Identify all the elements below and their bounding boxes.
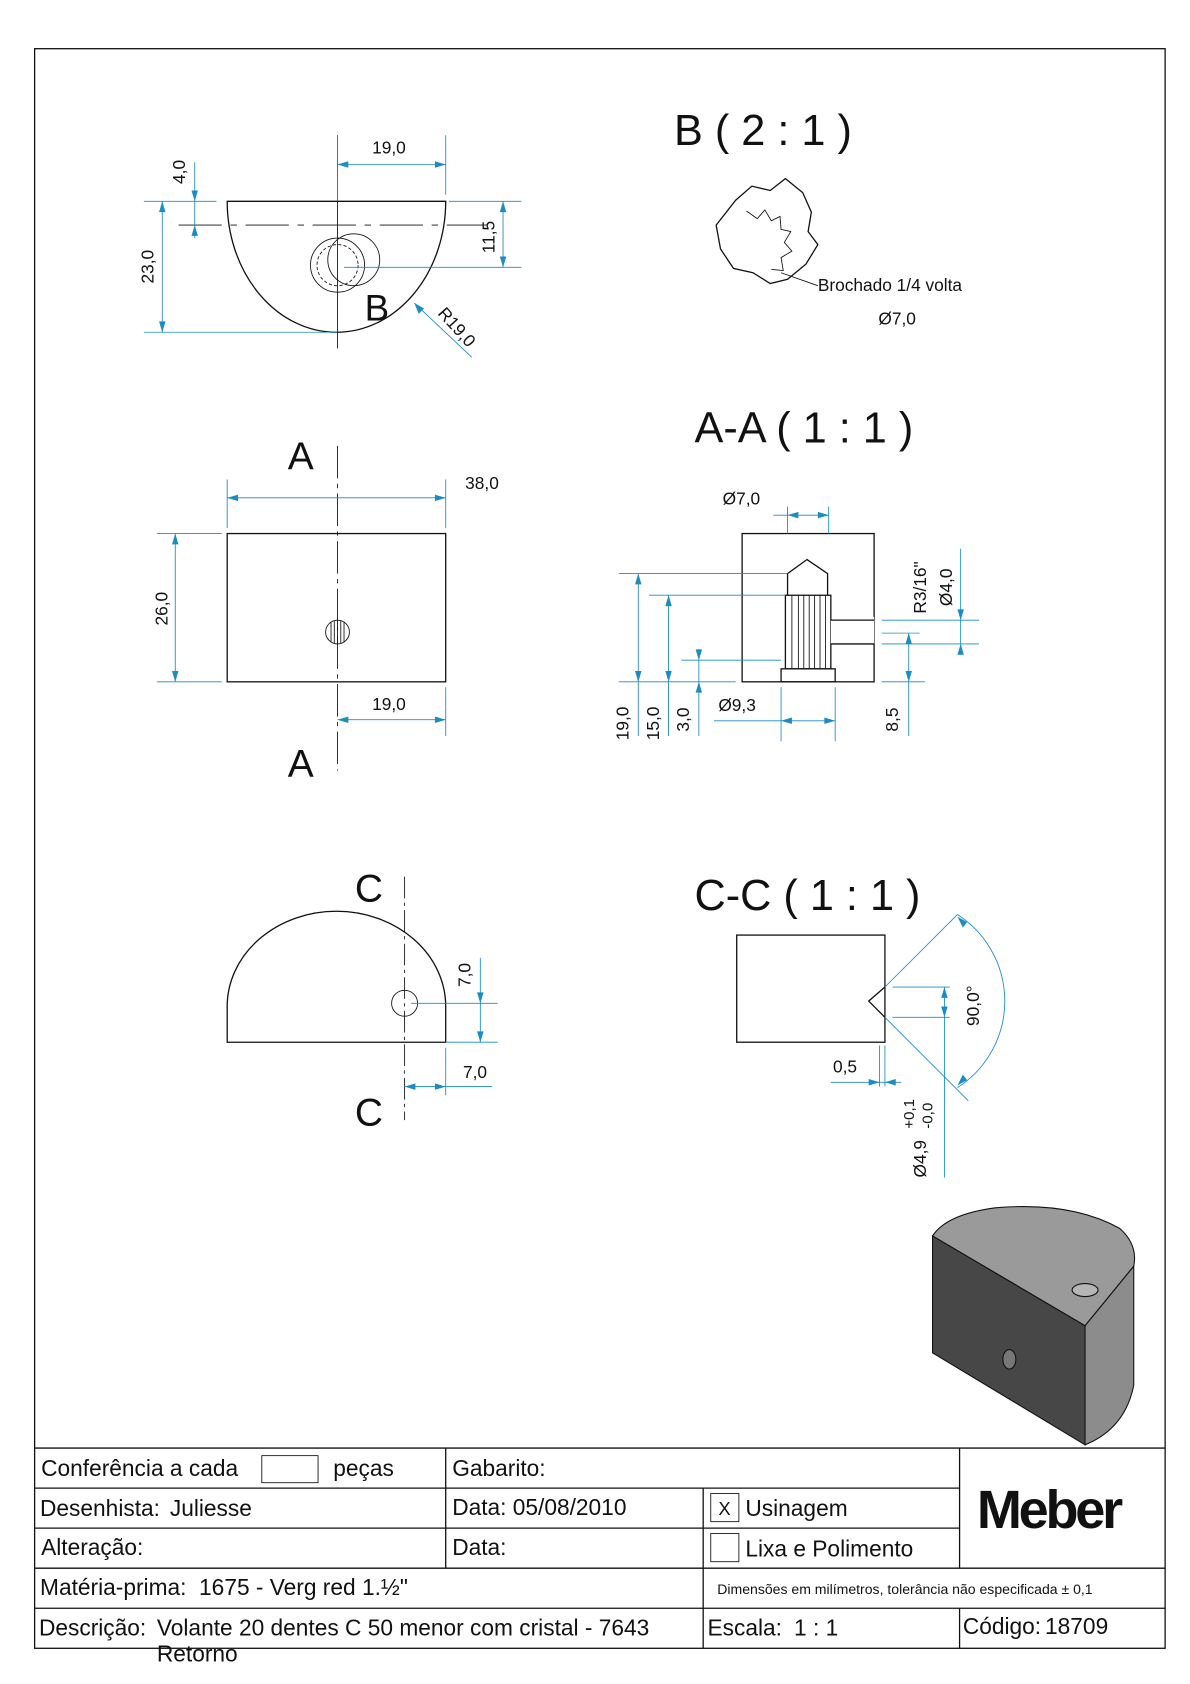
pecas-label: peças bbox=[333, 1455, 394, 1481]
dim-d9-3: Ø9,3 bbox=[718, 695, 755, 715]
dim-angle-90: 90,0° bbox=[963, 985, 983, 1026]
dim-width-38: 38,0 bbox=[465, 473, 499, 493]
isometric-view bbox=[931, 1206, 1136, 1446]
materia-label: Matéria-prima: bbox=[40, 1574, 186, 1600]
dim-d4: Ø4,0 bbox=[936, 569, 956, 607]
descricao-value-line2: Retorno bbox=[157, 1640, 238, 1666]
section-aa-view: A-A ( 1 : 1 ) Ø7,0 Ø9, bbox=[613, 405, 980, 742]
company-logo: Meber bbox=[977, 1480, 1123, 1540]
section-aa-title: A-A ( 1 : 1 ) bbox=[695, 405, 914, 453]
top-view: B 19,0 4,0 23,0 11,5 R19,0 bbox=[138, 135, 522, 358]
front-view: A A 38,0 26,0 19,0 bbox=[152, 436, 499, 786]
dim-d7: Ø7,0 bbox=[723, 488, 760, 508]
desenhista-value: Juliesse bbox=[170, 1495, 252, 1521]
dim-height-26: 26,0 bbox=[152, 592, 172, 626]
conferencia-input[interactable] bbox=[261, 1455, 319, 1484]
descricao-label: Descrição: bbox=[39, 1614, 146, 1640]
data-label: Data: bbox=[452, 1494, 506, 1520]
conferencia-label: Conferência a cada bbox=[41, 1455, 238, 1481]
detail-b-marker: B bbox=[365, 287, 390, 328]
materia-value: 1675 - Verg red 1.½" bbox=[199, 1574, 408, 1600]
dim-height-23: 23,0 bbox=[138, 250, 158, 284]
dim-h15: 15,0 bbox=[643, 707, 663, 741]
dim-thread: R3/16" bbox=[910, 561, 930, 613]
gabarito-label: Gabarito: bbox=[452, 1455, 545, 1481]
dim-d4-9: Ø4,9 bbox=[910, 1140, 930, 1178]
dim-tol-plus: +0,1 bbox=[901, 1099, 918, 1129]
escala-value: 1 : 1 bbox=[794, 1614, 838, 1640]
detail-b-note: Brochado 1/4 volta bbox=[818, 275, 963, 295]
detail-b-title: B ( 2 : 1 ) bbox=[674, 107, 852, 155]
dim-offset-4: 4,0 bbox=[169, 160, 189, 184]
dim-v7: 7,0 bbox=[455, 963, 475, 987]
dim-h7: 7,0 bbox=[463, 1062, 487, 1082]
escala-label: Escala: bbox=[708, 1614, 783, 1640]
section-c-bottom-label: C bbox=[355, 1092, 383, 1135]
title-block: Conferência a cada peças Gabarito: Desen… bbox=[34, 1447, 1166, 1666]
section-a-top-label: A bbox=[288, 436, 314, 479]
codigo-value: 18709 bbox=[1045, 1613, 1108, 1639]
lixa-checkbox[interactable] bbox=[710, 1533, 740, 1563]
lixa-label: Lixa e Polimento bbox=[745, 1535, 913, 1561]
dim-width-19: 19,0 bbox=[372, 138, 406, 158]
usinagem-label: Usinagem bbox=[745, 1495, 847, 1521]
usinagem-checkbox[interactable] bbox=[710, 1493, 740, 1523]
dim-hole-11-5: 11,5 bbox=[478, 221, 498, 253]
dim-h8-5: 8,5 bbox=[882, 708, 902, 732]
dimensions-note: Dimensões em milímetros, tolerância não … bbox=[717, 1581, 1093, 1597]
bottom-view: C C 7,0 7,0 bbox=[226, 868, 498, 1135]
section-cc-title: C-C ( 1 : 1 ) bbox=[695, 872, 921, 920]
section-cc-view: C-C ( 1 : 1 ) 0,5 90,0° Ø4,9 +0,1 -0,0 bbox=[695, 872, 1006, 1178]
detail-b-view: B ( 2 : 1 ) Brochado 1/4 volta Ø7,0 bbox=[674, 107, 962, 329]
data2-label: Data: bbox=[452, 1534, 506, 1560]
data-value: 05/08/2010 bbox=[513, 1494, 627, 1520]
dim-tol-minus: -0,0 bbox=[920, 1103, 937, 1129]
section-c-top-label: C bbox=[355, 868, 383, 911]
codigo-label: Código: bbox=[963, 1613, 1041, 1639]
descricao-value: Volante 20 dentes C 50 menor com cristal… bbox=[157, 1614, 649, 1640]
alteracao-label: Alteração: bbox=[41, 1534, 143, 1560]
dim-h3: 3,0 bbox=[673, 708, 693, 732]
desenhista-label: Desenhista: bbox=[40, 1495, 160, 1521]
dim-h19: 19,0 bbox=[613, 707, 633, 741]
detail-b-diameter: Ø7,0 bbox=[878, 309, 915, 329]
section-a-bottom-label: A bbox=[288, 743, 314, 786]
dim-half-19: 19,0 bbox=[372, 694, 406, 714]
usinagem-check-mark: X bbox=[718, 1498, 730, 1519]
dim-depth-0-5: 0,5 bbox=[833, 1057, 857, 1077]
drawing-frame bbox=[33, 48, 1166, 1649]
